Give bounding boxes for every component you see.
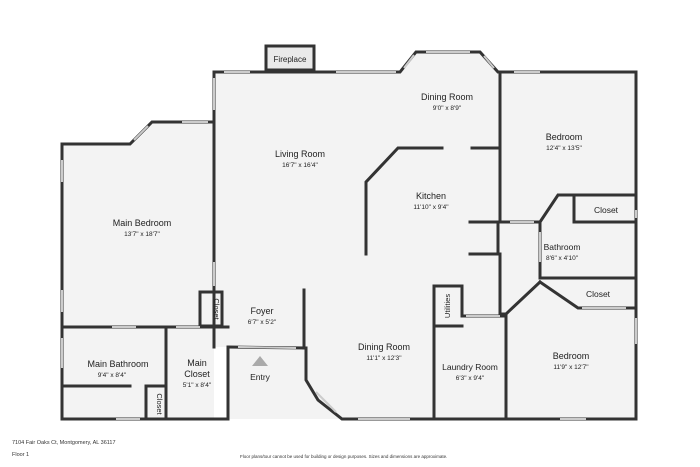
room-name-closet-top-right: Closet — [594, 205, 619, 215]
windows — [61, 51, 637, 420]
footer-floor: Floor 1 — [12, 452, 30, 458]
room-name-main-closet-line1: Main — [187, 358, 207, 368]
entry-label: Entry — [250, 372, 271, 382]
room-name-dining-room: Dining Room — [358, 342, 410, 352]
room-name-kitchen: Kitchen — [416, 191, 446, 201]
floor-fill — [62, 52, 636, 419]
room-dims-bedroom-top: 12'4" x 13'5" — [546, 145, 582, 152]
entry-arrow-icon — [252, 356, 268, 366]
room-name-bathroom: Bathroom — [544, 242, 581, 252]
fireplace: Fireplace — [264, 44, 316, 72]
room-name-laundry-room: Laundry Room — [442, 362, 498, 372]
room-dims-laundry-room: 6'3" x 9'4" — [456, 375, 485, 382]
room-name-utilities: Utilities — [443, 294, 452, 318]
room-name-foyer: Foyer — [250, 306, 273, 316]
room-dims-main-bathroom: 9'4" x 8'4" — [98, 372, 127, 379]
room-name-main-bedroom: Main Bedroom — [113, 218, 172, 228]
room-dims-main-bedroom: 13'7" x 18'7" — [124, 231, 160, 238]
room-name-living-room: Living Room — [275, 149, 325, 159]
room-dims-dining-room-top: 9'0" x 8'9" — [433, 105, 462, 112]
entry-marker: Entry — [250, 356, 271, 382]
room-name-bedroom-bottom: Bedroom — [553, 351, 590, 361]
room-dims-kitchen: 11'10" x 9'4" — [413, 204, 449, 211]
fireplace-label: Fireplace — [274, 55, 307, 64]
room-dims-living-room: 16'7" x 16'4" — [282, 162, 318, 169]
room-dims-foyer: 6'7" x 5'2" — [248, 319, 277, 326]
room-dims-bathroom: 8'6" x 4'10" — [546, 255, 579, 262]
room-dims-dining-room: 11'1" x 12'3" — [366, 355, 402, 362]
room-name-closet-right: Closet — [586, 289, 611, 299]
room-dims-main-closet: 5'1" x 8'4" — [183, 382, 212, 389]
room-name-bedroom-top: Bedroom — [546, 132, 583, 142]
room-name-closet-foyer: Closet — [212, 298, 221, 320]
room-dims-bedroom-bottom: 11'9" x 12'7" — [553, 364, 589, 371]
room-labels: Living Room 16'7" x 16'4" Dining Room 9'… — [87, 92, 618, 416]
room-name-main-bathroom: Main Bathroom — [87, 359, 148, 369]
footer-address: 7104 Fair Oaks Ct, Montgomery, AL 36117 — [12, 440, 116, 446]
room-name-closet-bottom: Closet — [155, 393, 164, 415]
room-name-dining-room-top: Dining Room — [421, 92, 473, 102]
footer-disclaimer: Floor plans/tour cannot be used for buil… — [240, 454, 448, 459]
room-name-main-closet-line2: Closet — [184, 369, 210, 379]
